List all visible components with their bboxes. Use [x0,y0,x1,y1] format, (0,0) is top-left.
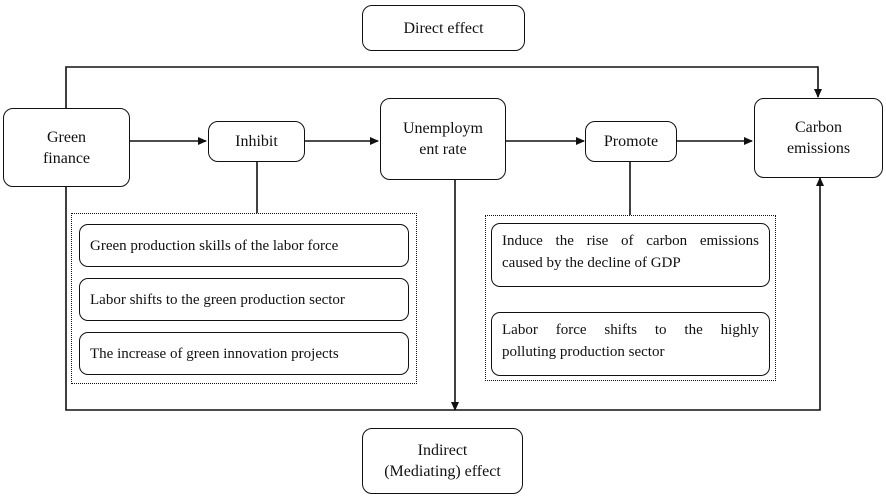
promote-mechanism-1-line1: Induce the rise of carbon emissions [502,233,759,249]
promote-mechanism-2: Labor force shifts to the highly polluti… [491,312,770,376]
indirect-effect-box: Indirect (Mediating) effect [362,428,523,494]
promote-mechanism-1: Induce the rise of carbon emissions caus… [491,223,770,287]
inhibit-mechanism-2: Labor shifts to the green production sec… [79,278,409,321]
green-finance-box: Green finance [3,108,130,187]
unemployment-rate-box: Unemploym ent rate [380,98,506,180]
green-finance-line1: Green [46,128,87,146]
direct-effect-label: Direct effect [403,19,484,37]
promote-mechanism-1-line2: caused by the decline of GDP [502,255,681,271]
inhibit-mechanism-3: The increase of green innovation project… [79,332,409,375]
promote-label: Promote [603,133,659,150]
carbon-emissions-line1: Carbon [794,119,843,136]
carbon-emissions-box: Carbon emissions [754,98,883,178]
green-finance-line2: finance [42,149,91,167]
inhibit-box: Inhibit [208,121,305,162]
inhibit-mechanism-1-text: Green production skills of the labor for… [90,237,339,254]
inhibit-mechanism-2-text: Labor shifts to the green production sec… [90,291,345,308]
unemployment-line2: ent rate [419,141,467,158]
promote-mechanism-2-line2: polluting production sector [502,344,665,360]
inhibit-label: Inhibit [235,133,278,150]
direct-effect-path [65,66,822,108]
promote-mechanism-2-line1: Labor force shifts to the highly [502,322,759,338]
indirect-effect-line2: (Mediating) effect [384,463,501,480]
direct-effect-box: Direct effect [362,5,525,51]
inhibit-mechanism-3-text: The increase of green innovation project… [90,345,339,362]
inhibit-mechanism-1: Green production skills of the labor for… [79,224,409,267]
carbon-emissions-line2: emissions [786,140,851,157]
promote-box: Promote [585,121,677,162]
indirect-effect-line1: Indirect [417,442,468,459]
indirect-effect-path [65,177,824,411]
unemployment-line1: Unemploym [403,120,483,137]
